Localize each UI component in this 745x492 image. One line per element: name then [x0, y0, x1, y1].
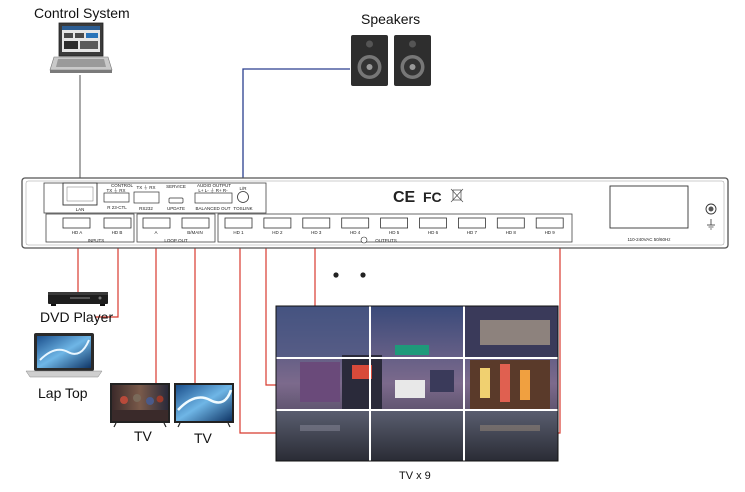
hdmi-output-port: [224, 217, 253, 229]
power-switch-icon[interactable]: [609, 185, 689, 229]
hd2-cable: [265, 240, 278, 386]
dvd-player-label: DVD Player: [40, 309, 114, 325]
ground-icon: [705, 203, 717, 230]
hdmi-output-label: HD 7: [467, 230, 478, 235]
rs232-label: RS232: [139, 206, 153, 211]
hdmi-output-label: HD 8: [506, 230, 517, 235]
hd1-cable: [239, 240, 278, 434]
tv-icon: [110, 383, 170, 428]
outputs-label: OUTPUTS: [375, 238, 397, 243]
audio-pins-label: L+ L- ⏚ R+ R-: [198, 187, 228, 193]
hdmi-output-label: HD 6: [428, 230, 439, 235]
service-label: SERVICE: [166, 184, 186, 189]
hdmi-output-label: HD 2: [272, 230, 283, 235]
hdmi-output-port: [457, 217, 486, 229]
hdmi-output-port: [302, 217, 331, 229]
outputs-ports: HD 1 HD 2 HD 3 HD 4 HD 5 HD 6 HD 7 HD 8 HD 9: [224, 217, 564, 235]
speaker-icon: [351, 35, 431, 86]
weee-bin-icon: [450, 188, 464, 203]
rs232-pins-label: TX ⏚ RX: [136, 184, 155, 190]
audio-output-label: AUDIO OUTPUT: [197, 183, 231, 188]
tv-icon: [174, 383, 234, 428]
indicator-dot: [333, 272, 339, 278]
laptop-icon: [49, 22, 113, 73]
hdmi-output-port: [263, 217, 292, 229]
laptop-cable: [95, 240, 119, 318]
control-pins-label-2: R 23-CTL: [107, 205, 127, 210]
hd-a-label: HD A: [72, 230, 83, 235]
speaker-cable: [242, 68, 350, 188]
lr-label: L/R: [239, 186, 247, 191]
hdmi-output-label: HD 9: [545, 230, 556, 235]
video-wall: [275, 305, 559, 462]
fc-mark: FC: [423, 189, 442, 205]
lap-top-label: Lap Top: [38, 385, 88, 401]
tv-left-label: TV: [134, 428, 152, 444]
loop-out-label: LOOP OUT: [164, 238, 187, 243]
power-label: 110-240VAC 50/60Hz: [627, 237, 671, 242]
hdmi-output-port: [380, 217, 409, 229]
toslink-label: TOSLINK: [233, 206, 252, 211]
update-label: UPDATE: [167, 206, 185, 211]
matrix-switch-rear-panel: LAN CONTROL TX ⏚ RX R 23-CTL TX ⏚ RX RS2…: [21, 177, 729, 249]
hdmi-output-label: HD 3: [311, 230, 322, 235]
inputs-label: INPUTS: [88, 238, 105, 243]
hdmi-output-label: HD 4: [350, 230, 361, 235]
tv-wall-label: TV x 9: [399, 470, 431, 482]
hdmi-output-port: [496, 217, 525, 229]
hdmi-output-label: HD 5: [389, 230, 400, 235]
hdmi-output-port: [419, 217, 447, 229]
loop-b-label: B/MAIN: [187, 230, 203, 235]
lan-label: LAN: [76, 207, 85, 212]
control-label: CONTROL: [111, 183, 133, 188]
control-pins-label: TX ⏚ RX: [106, 187, 125, 193]
ce-mark: CE: [393, 189, 416, 206]
speakers-label: Speakers: [361, 11, 421, 27]
hdmi-output-label: HD 1: [233, 230, 244, 235]
laptop-icon: [25, 333, 103, 378]
hd-b-label: HD B: [112, 230, 123, 235]
balanced-out-label: BALANCED OUT: [195, 206, 230, 211]
loop-a-label: A: [154, 230, 157, 235]
dvd-player-icon: [48, 292, 108, 306]
tv-right-label: TV: [194, 430, 212, 446]
control-system-label: Control System: [34, 5, 130, 21]
hdmi-output-port: [535, 217, 564, 229]
hdmi-output-port: [341, 217, 370, 229]
indicator-dot: [360, 272, 366, 278]
